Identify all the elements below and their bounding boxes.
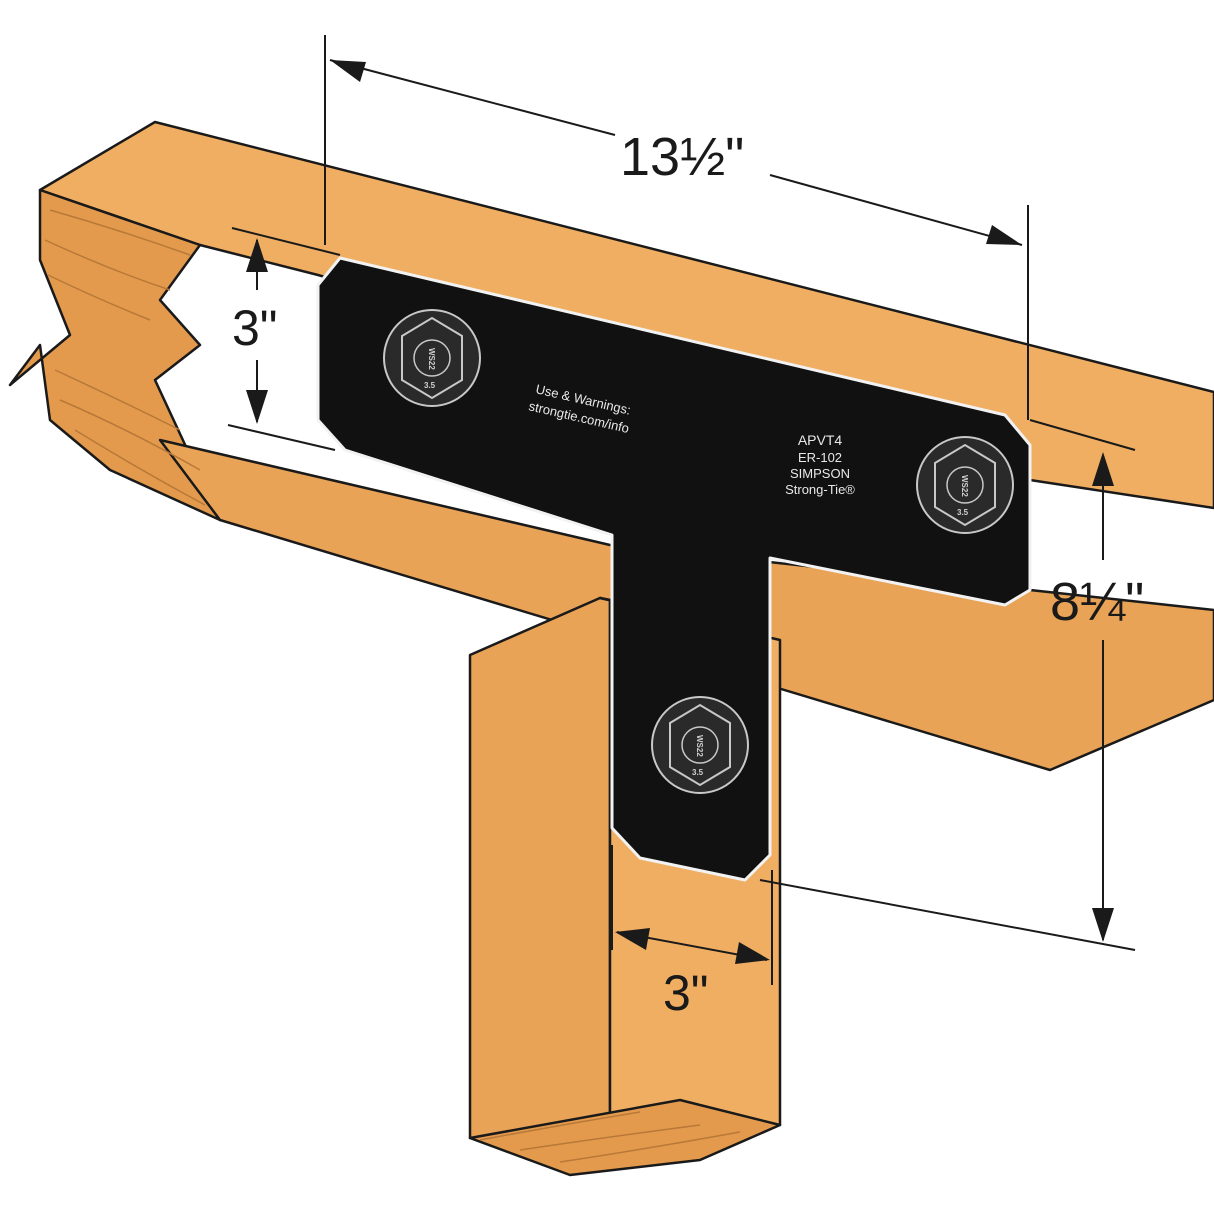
grain-line [59,399,201,471]
total-h-ext-bottom [759,879,1136,951]
plate-brand1: SIMPSON [790,466,850,481]
stem-width-dimension-label: 3" [663,965,709,1021]
post-cut-end [468,1098,782,1177]
arrow-width-right [986,225,1022,245]
bolts: WS22 3.5 WS22 3.5 WS22 3.5 [383,309,1014,794]
bolt-center [413,339,451,377]
grain-line [74,429,206,506]
grain-line [559,1131,741,1163]
arrow-width-left [330,60,366,82]
plate-height-dimension-label: 3" [232,300,278,356]
plate-model: APVT4 [798,432,843,448]
post-front-face [468,596,612,1140]
grain-line [44,239,171,291]
plate-brand2: Strong-Tie® [785,482,855,497]
t-plate [316,256,1032,882]
bolt-bottom: WS22 3.5 [651,696,749,794]
plate-markings: Use & Warnings: strongtie.com/info APVT4… [527,381,855,497]
grain-line [479,1111,641,1141]
dimension-labels: 13½" 3" 8¼" 3" [232,127,1144,1021]
bolt-hex-head [934,443,996,527]
width-dimension-label: 13½" [620,127,744,187]
total-height-dimension-label: 8¼" [1050,572,1144,632]
arrow-plate-h-top [246,238,268,272]
plate-h-ext-bottom [227,424,336,451]
arrow-total-h-top [1092,452,1114,486]
bolt-size-mark: 3.5 [692,768,704,777]
plate-body [316,256,1032,882]
bolt-size-mark: 3.5 [957,508,969,517]
bolt-size-mark: 3.5 [424,381,436,390]
beam-end-grain [8,188,222,522]
plate-h-ext-top [231,227,341,256]
arrow-plate-h-bottom [246,390,268,424]
dimension-arrows [246,60,1114,964]
width-dim-line-a [329,59,616,136]
arrow-total-h-bottom [1092,908,1114,942]
wood-grain [44,209,741,1163]
grain-line [47,274,151,321]
arrow-stem-left [615,928,650,950]
bolt-head-mark: WS22 [695,735,704,757]
grain-line [519,1124,701,1151]
bolt-hex-head [669,703,731,787]
bolt-hex-head [401,316,463,400]
bolt-left: WS22 3.5 [383,309,481,407]
bolt-head-mark: WS22 [427,348,436,370]
bolt-center [946,466,984,504]
bolt-center [681,726,719,764]
grain-line [54,369,181,431]
grain-line [49,209,191,256]
arrow-stem-right [735,942,770,964]
bolt-right: WS22 3.5 [916,436,1014,534]
bolt-head-mark: WS22 [960,475,969,497]
total-h-ext-top [1029,419,1136,451]
plate-er: ER-102 [798,450,842,465]
width-dim-line-b [769,174,1023,246]
